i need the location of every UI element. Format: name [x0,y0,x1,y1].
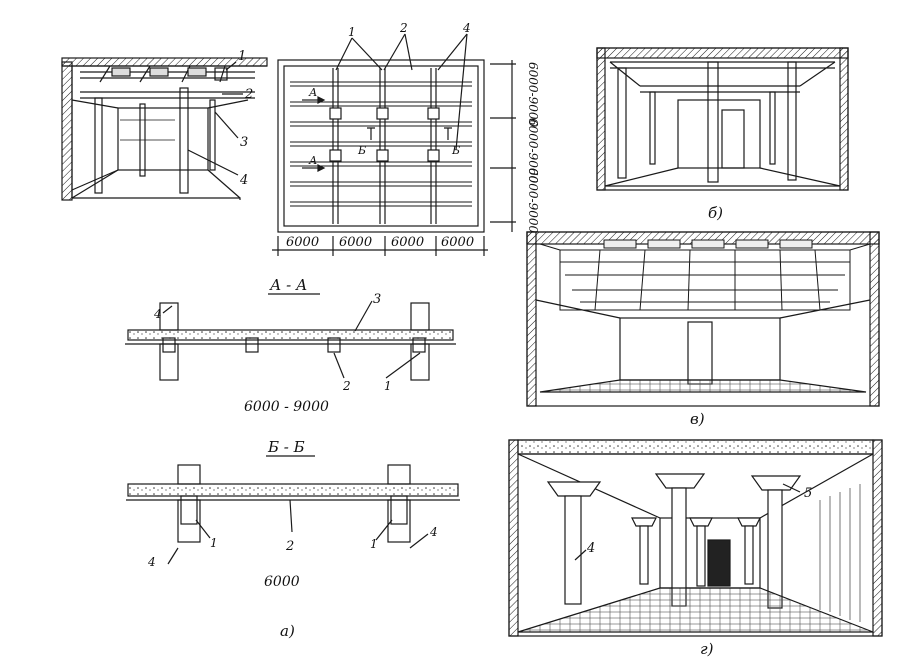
section-bb: Б - Б 4 1 2 1 4 6000 [126,438,460,590]
section-aa: А - А 4 3 2 1 6000 - 9000 [125,276,456,415]
panel-label-b: б) [708,204,723,222]
perspective-ribbed-floor-a: 1 2 3 4 [61,49,268,201]
perspective-coffered-ceiling-v: в) [526,231,880,428]
plan-top-callouts: 1 2 4 [335,21,471,151]
column-capitals [546,473,802,609]
svg-text:4: 4 [147,555,156,569]
section-mark-aa: А А [302,86,326,172]
svg-text:2: 2 [342,379,351,393]
callout-4: 4 [239,173,248,188]
svg-text:5: 5 [804,486,812,501]
floor-plan: А А Б Б 1 2 4 6000 6000 [272,21,540,256]
section-aa-span: 6000 - 9000 [244,399,329,415]
svg-text:4: 4 [153,307,162,321]
callout-3: 3 [240,135,248,150]
plan-main-beams [332,68,437,224]
svg-text:1: 1 [348,25,356,39]
perspective-flat-slab-g: 5 4 г) [508,439,883,658]
svg-text:4: 4 [586,541,595,556]
section-mark-bb: Б Б [357,127,460,157]
plan-right-dimensions: 6000-9000 6000-9000 6000-9000 [490,60,540,233]
svg-text:2: 2 [285,539,294,554]
svg-text:2: 2 [399,21,408,35]
svg-text:6000-9000: 6000-9000 [526,118,540,183]
svg-text:А: А [308,154,317,167]
section-bb-title: Б - Б [267,438,305,456]
svg-text:6000-9000: 6000-9000 [526,168,540,233]
svg-text:6000: 6000 [391,235,424,250]
panel-label-g: г) [700,640,714,658]
svg-text:6000: 6000 [286,235,319,250]
svg-text:4: 4 [429,525,438,539]
svg-text:1: 1 [384,379,392,393]
panel-label-v: в) [690,410,705,428]
svg-text:4: 4 [462,21,471,35]
plan-secondary-beams [290,81,472,207]
svg-text:6000: 6000 [339,235,372,250]
section-aa-title: А - А [269,276,307,294]
svg-text:1: 1 [210,536,218,550]
svg-text:Б: Б [357,144,366,157]
svg-text:6000: 6000 [441,235,474,250]
coffer-grid [539,239,871,311]
svg-text:1: 1 [370,537,378,551]
svg-text:3: 3 [373,292,381,307]
callout-2: 2 [244,87,253,102]
callout-1: 1 [238,49,246,64]
plan-bottom-dimensions: 6000 6000 6000 6000 [272,235,488,256]
plan-columns [329,107,440,162]
panel-label-a: а) [280,622,295,640]
svg-text:Б: Б [451,144,460,157]
svg-text:А: А [308,86,317,99]
perspective-beam-slab-b: б) [596,47,849,222]
svg-text:6000-9000: 6000-9000 [526,62,540,127]
section-bb-span: 6000 [264,574,300,590]
